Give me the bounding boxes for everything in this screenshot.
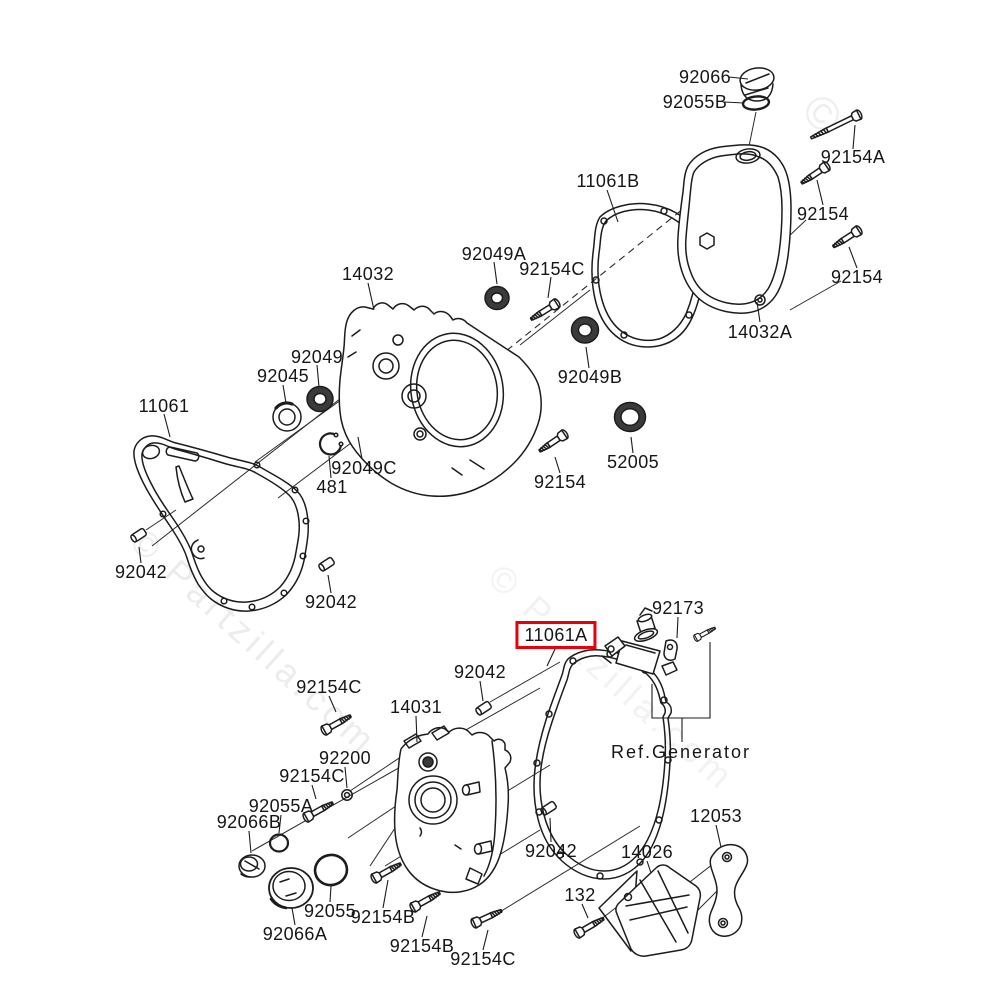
part-92055-oring (313, 853, 349, 887)
part-label-92154C-upper[interactable]: 92154C (519, 259, 585, 279)
part-label-92049B[interactable]: 92049B (557, 367, 623, 387)
part-92154B-bolt-1 (368, 858, 404, 885)
part-92042-dowel-ul (129, 527, 148, 544)
part-92049B-seal (570, 316, 600, 344)
part-11061B-gasket (591, 202, 706, 348)
part-label-92049A[interactable]: 92049A (461, 244, 527, 264)
leader-lines (138, 76, 858, 951)
part-label-11061[interactable]: 11061 (138, 396, 190, 416)
part-92049-seal (306, 385, 334, 413)
part-label-92045[interactable]: 92045 (256, 366, 310, 386)
part-11061A-gasket (533, 649, 672, 880)
part-label-12053[interactable]: 12053 (689, 806, 743, 826)
part-label-481[interactable]: 481 (316, 477, 348, 497)
part-92173-sensor-assembly (601, 607, 678, 676)
part-92055B-oring (741, 95, 771, 111)
part-92154C-bolt-lower-3 (469, 905, 505, 930)
part-12053-bracket (708, 843, 749, 937)
part-label-92154-upper-1[interactable]: 92154 (796, 204, 850, 224)
part-label-92049[interactable]: 92049 (290, 347, 344, 367)
part-92055A-oring (268, 833, 290, 853)
part-label-92154C-lower-3[interactable]: 92154C (450, 949, 516, 969)
part-label-11061A-highlighted[interactable]: 11061A (515, 621, 597, 649)
part-52005-seal (613, 401, 647, 433)
part-label-14032[interactable]: 14032 (341, 264, 395, 284)
part-label-92055B[interactable]: 92055B (662, 92, 728, 112)
part-11061-gasket (133, 435, 310, 612)
part-92154C-bolt-lower-1 (318, 710, 354, 737)
part-14032-crankcase-cover (338, 302, 542, 497)
part-label-11061B[interactable]: 11061B (576, 171, 640, 191)
part-label-92066[interactable]: 92066 (678, 67, 732, 87)
part-label-14031[interactable]: 14031 (389, 697, 443, 717)
part-label-92154-upper-2[interactable]: 92154 (830, 267, 884, 287)
part-label-92154-mid[interactable]: 92154 (533, 472, 587, 492)
part-92154-bolt-mid (536, 427, 571, 456)
part-label-92154C-lower-1[interactable]: 92154C (296, 677, 362, 697)
part-label-92066A[interactable]: 92066A (262, 924, 328, 944)
part-label-92055A[interactable]: 92055A (248, 796, 314, 816)
part-label-92200[interactable]: 92200 (318, 748, 372, 768)
part-92042-dowel-ur (317, 556, 336, 573)
part-92045-bearing (272, 401, 302, 432)
part-label-ref-generator[interactable]: Ref.Generator (610, 742, 752, 762)
part-92154C-bolt-sensor (692, 624, 718, 643)
part-label-92154A[interactable]: 92154A (820, 147, 886, 167)
part-14026-chain-cover (598, 864, 702, 957)
part-92066A-plug (268, 867, 314, 910)
part-label-92154B-2[interactable]: 92154B (389, 936, 455, 956)
part-label-92049C[interactable]: 92049C (331, 458, 397, 478)
part-14032A-cover (677, 144, 792, 314)
part-92049A-seal (484, 285, 510, 311)
part-92154-bolt-2 (829, 224, 865, 252)
part-label-92042-upper-right[interactable]: 92042 (304, 592, 358, 612)
ref-generator-bracket (651, 642, 711, 742)
part-92200-washer (341, 789, 353, 801)
part-label-52005[interactable]: 52005 (606, 452, 660, 472)
part-label-92042-lower-left[interactable]: 92042 (453, 662, 507, 682)
part-label-14026[interactable]: 14026 (620, 842, 674, 862)
part-label-92154B-1[interactable]: 92154B (350, 907, 416, 927)
part-481-circlip (318, 432, 344, 456)
part-label-92042-lower-right[interactable]: 92042 (524, 841, 578, 861)
part-label-92042-upper-left[interactable]: 92042 (114, 562, 168, 582)
part-label-92055[interactable]: 92055 (303, 901, 357, 921)
part-132-bolt (571, 913, 607, 940)
part-92066B-plug (238, 854, 266, 878)
part-92066-oil-cap (739, 67, 775, 102)
part-label-92154C-lower-2[interactable]: 92154C (279, 766, 345, 786)
part-label-92066B[interactable]: 92066B (216, 812, 282, 832)
part-label-14032A[interactable]: 14032A (727, 322, 793, 342)
part-label-92173[interactable]: 92173 (651, 598, 705, 618)
part-92042-dowel-ll (474, 700, 493, 717)
part-label-132[interactable]: 132 (564, 885, 596, 905)
part-14031-generator-cover (393, 725, 512, 894)
